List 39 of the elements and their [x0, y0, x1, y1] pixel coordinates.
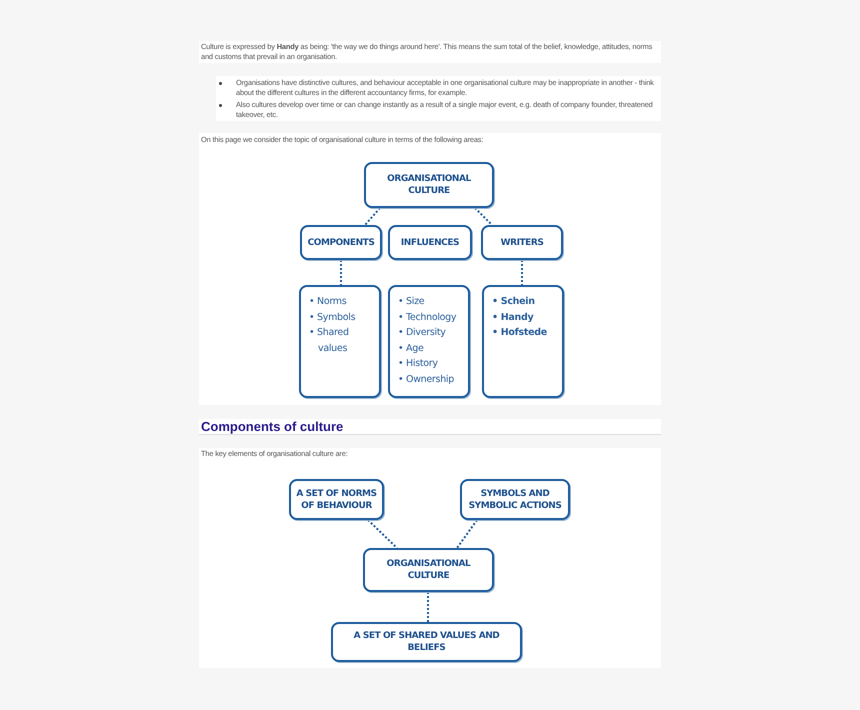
process-box	[363, 548, 494, 592]
list-box	[388, 285, 470, 398]
list-item: • Norms	[309, 295, 348, 309]
list-item: • Diversity	[398, 326, 447, 340]
list-item: • Handy	[492, 310, 534, 324]
node-label: A SET OF NORMS OF BEHAVIOUR	[295, 488, 378, 512]
dotted-connector	[474, 207, 493, 226]
dotted-connector	[364, 207, 381, 226]
list-item: • Ownership	[398, 372, 455, 386]
list-item: • History	[398, 357, 439, 371]
section-heading: Components of culture	[201, 419, 344, 434]
node-label: A SET OF SHARED VALUES AND BELIEFS	[352, 630, 500, 654]
node-label: SYMBOLS AND SYMBOLIC ACTIONS	[468, 488, 562, 512]
node-label: COMPONENTS	[308, 236, 374, 248]
dotted-connector	[521, 260, 523, 285]
node-label: INFLUENCES	[400, 236, 460, 248]
process-box	[388, 225, 472, 260]
list-box	[299, 285, 381, 398]
node-label: ORGANISATIONAL CULTURE	[386, 173, 472, 197]
process-box	[460, 479, 570, 520]
node-label: WRITERS	[500, 236, 544, 248]
list-box	[482, 285, 564, 398]
list-item: • Size	[398, 295, 426, 309]
dotted-connector	[427, 592, 429, 622]
process-box	[300, 225, 382, 260]
process-box	[289, 479, 384, 520]
list-item: • Shared values	[309, 326, 350, 356]
process-box	[364, 162, 494, 208]
dotted-connector	[340, 260, 342, 285]
list-item: • Schein	[492, 295, 536, 309]
list-item: • Age	[398, 342, 424, 356]
process-box	[331, 622, 522, 662]
node-label: ORGANISATIONAL CULTURE	[386, 558, 472, 582]
list-item: • Technology	[398, 310, 458, 324]
dotted-connector	[456, 519, 478, 549]
list-item: • Symbols	[309, 310, 356, 324]
list-item: • Hofstede	[492, 326, 548, 340]
dotted-connector	[367, 519, 398, 549]
process-box	[481, 225, 563, 260]
